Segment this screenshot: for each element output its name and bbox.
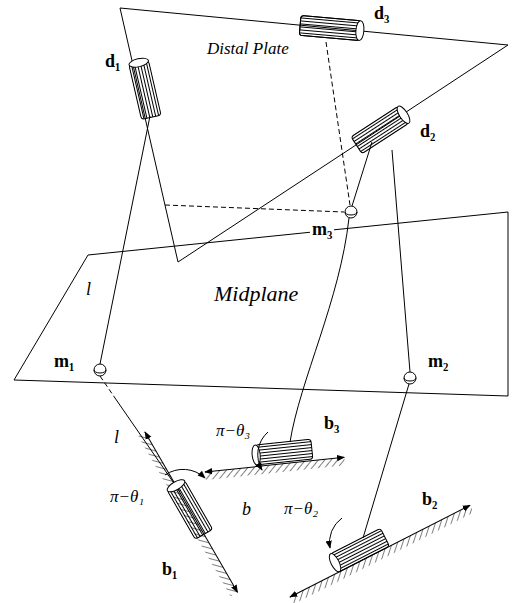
spherical-joints <box>94 206 416 384</box>
angle-arcs <box>165 432 342 548</box>
cylinder-d2 <box>351 104 412 153</box>
cylinder-b2 <box>327 528 390 573</box>
part-label: m₂ <box>426 352 450 372</box>
part-label: π−θ₁ <box>108 488 146 507</box>
part-label: m₁ <box>52 352 76 372</box>
part-label: d₃ <box>372 4 391 24</box>
part-label: Midplane <box>212 282 300 306</box>
part-label: l <box>84 280 93 300</box>
part-label: π−θ₂ <box>282 500 320 519</box>
part-label: b₁ <box>160 560 179 580</box>
part-label: b <box>240 500 253 520</box>
part-label: Distal Plate <box>205 40 291 59</box>
part-label: π−θ₃ <box>214 422 252 441</box>
distal-plate <box>120 8 508 262</box>
part-label: b₃ <box>322 414 341 434</box>
part-label: m₃ <box>310 220 334 240</box>
leg-links <box>100 42 410 538</box>
part-label: d₁ <box>103 52 122 72</box>
cylinder-d3 <box>299 15 364 41</box>
ground-b1 <box>138 432 237 596</box>
part-label: b₂ <box>420 490 439 510</box>
part-label: d₂ <box>418 122 437 142</box>
ground-b2 <box>290 505 474 603</box>
cylinder-d1 <box>128 57 161 120</box>
midplane <box>14 212 508 396</box>
cylinder-b1 <box>165 477 212 539</box>
part-label: l <box>112 428 121 448</box>
